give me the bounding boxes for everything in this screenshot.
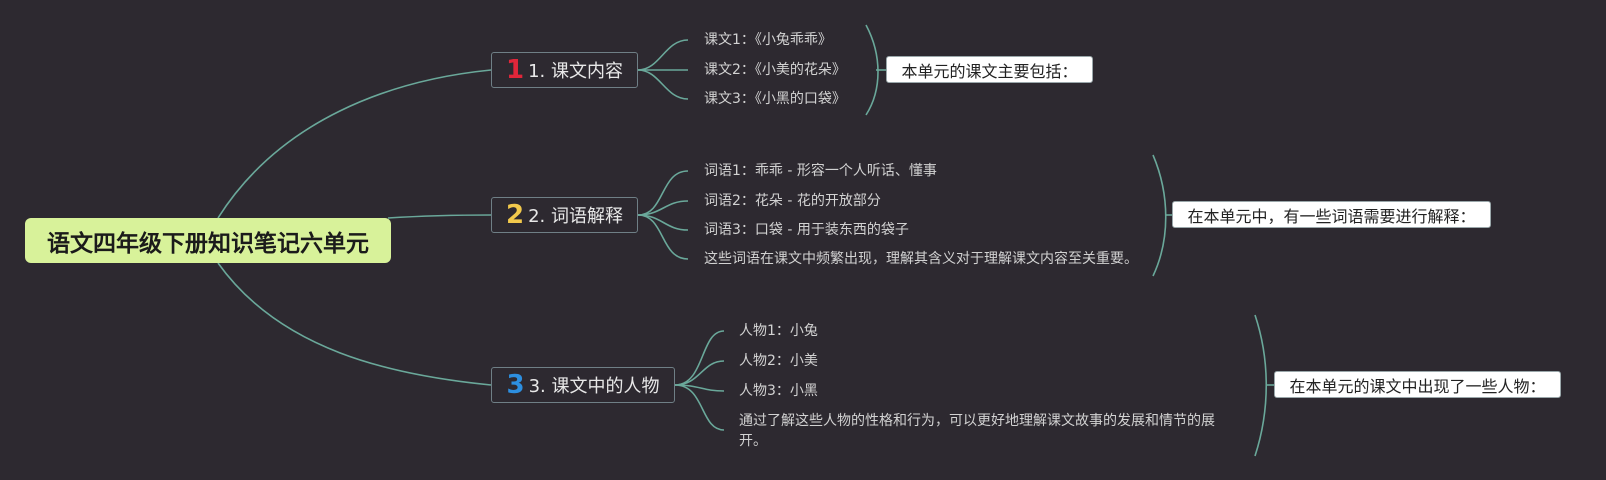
branch-topic-label: 2. 词语解释 [528, 206, 623, 227]
connector-b3-leaf-4 [674, 384, 725, 431]
leaf-topic[interactable]: 课文2：《小美的花朵》 [704, 62, 846, 78]
leaf-topic[interactable]: 词语3：口袋 - 用于装东西的袋子 [704, 222, 909, 238]
branch-topic-3[interactable]: 3 3. 课文中的人物 [491, 367, 675, 403]
connector-root-branch-3 [217, 262, 492, 386]
root-topic-title: 语文四年级下册知识笔记六单元 [47, 230, 369, 257]
branch-topic-2[interactable]: 2 2. 词语解释 [491, 197, 638, 233]
leaf-topic[interactable]: 这些词语在课文中频繁出现，理解其含义对于理解课文内容至关重要。 [704, 251, 1138, 267]
connector-b2-leaf-4 [637, 214, 689, 260]
connector-root-branch-1 [217, 69, 492, 219]
connector-b1-leaf-1 [637, 39, 689, 71]
summary-text: 在本单元的课文中出现了一些人物： [1289, 376, 1546, 396]
leaf-topic[interactable]: 人物3：小黑 [739, 383, 818, 399]
leaf-topic[interactable]: 通过了解这些人物的性格和行为，可以更好地理解课文故事的发展和情节的展开。 [739, 413, 1215, 449]
branch-topic-label: 1. 课文内容 [528, 61, 623, 82]
summary-text: 本单元的课文主要包括： [901, 61, 1078, 81]
connector-b2-leaf-3 [637, 214, 689, 231]
summary-box-2[interactable]: 在本单元中，有一些词语需要进行解释： [1172, 201, 1491, 228]
connector-b3-leaf-1 [674, 330, 725, 386]
connector-b3-leaf-2 [674, 360, 725, 386]
connector-root-branch-2 [387, 214, 492, 219]
summary-bracket-2 [1152, 154, 1167, 277]
branch-topic-1[interactable]: 1 1. 课文内容 [491, 52, 638, 88]
connector-b1-leaf-3 [637, 69, 689, 100]
root-topic[interactable]: 语文四年级下册知识笔记六单元 [25, 218, 391, 263]
summary-bracket-1 [865, 24, 879, 116]
number-2-icon: 2 [506, 200, 525, 230]
number-3-icon: 3 [506, 370, 525, 400]
summary-box-1[interactable]: 本单元的课文主要包括： [886, 56, 1093, 83]
leaf-topic[interactable]: 人物1：小兔 [739, 323, 818, 339]
leaf-topic[interactable]: 课文1：《小兔乖乖》 [704, 32, 832, 48]
branch-topic-label: 3. 课文中的人物 [528, 376, 660, 397]
summary-box-3[interactable]: 在本单元的课文中出现了一些人物： [1274, 371, 1561, 398]
leaf-topic[interactable]: 词语1：乖乖 - 形容一个人听话、懂事 [704, 163, 937, 179]
summary-bracket-3 [1254, 314, 1267, 457]
leaf-topic[interactable]: 人物2：小美 [739, 353, 818, 369]
number-1-icon: 1 [506, 55, 525, 85]
summary-text: 在本单元中，有一些词语需要进行解释： [1187, 206, 1476, 226]
leaf-topic[interactable]: 课文3：《小黑的口袋》 [704, 91, 846, 107]
leaf-topic[interactable]: 词语2：花朵 - 花的开放部分 [704, 193, 881, 209]
